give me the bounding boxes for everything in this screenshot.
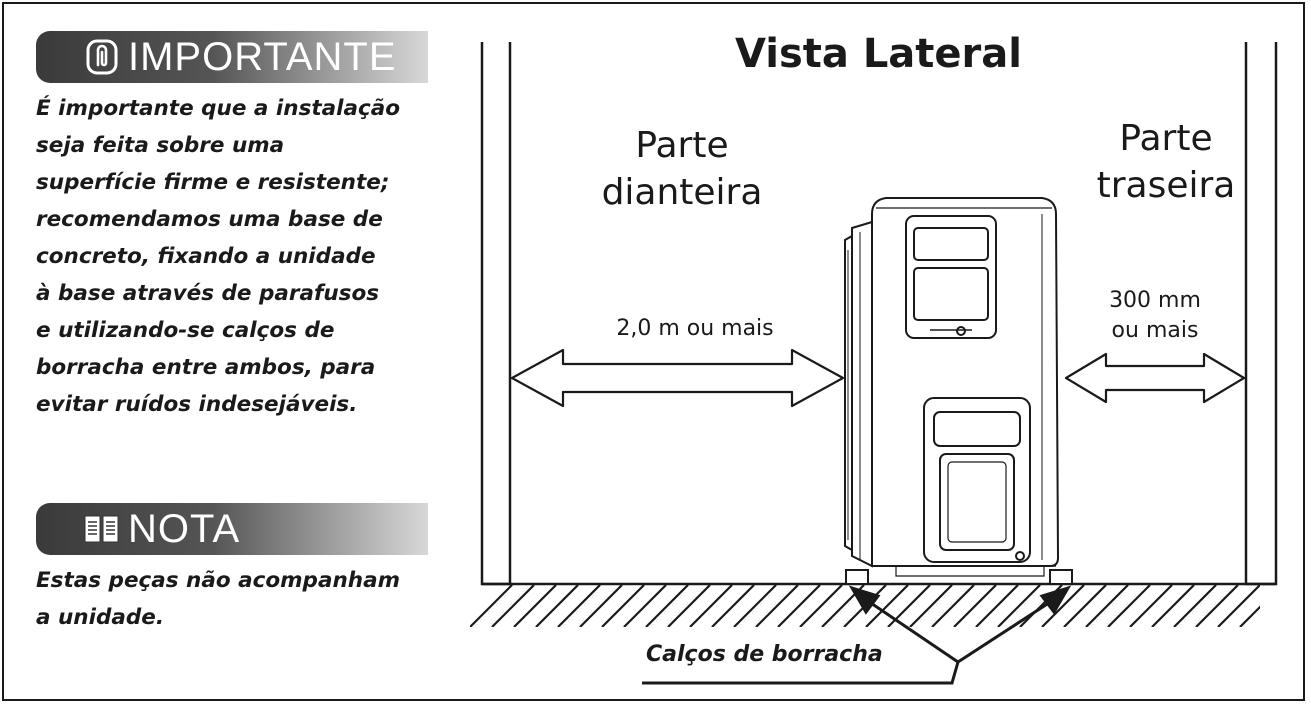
rear-clearance-line1: 300 mm (1109, 288, 1201, 313)
important-line: borracha entre ambos, para (36, 355, 376, 380)
important-line: à base através de parafusos (36, 281, 380, 306)
front-label-line1: Parte (635, 125, 729, 166)
note-title: NOTA (128, 507, 241, 551)
note-text: Estas peças não acompanham a unidade. (36, 562, 436, 636)
rear-clearance-line2: ou mais (1111, 318, 1199, 343)
rubber-pad-rear (1049, 569, 1073, 585)
important-title: IMPORTANTE (128, 35, 397, 79)
paperclip-icon (86, 39, 118, 75)
document-pages-icon (84, 515, 119, 543)
important-line: evitar ruídos indesejáveis. (36, 392, 358, 417)
important-line: seja feita sobre uma (36, 133, 285, 158)
outdoor-unit (844, 197, 1060, 577)
front-wall (480, 42, 512, 586)
rear-clearance-arrow (1064, 352, 1246, 404)
note-banner: NOTA (36, 503, 428, 555)
important-banner: IMPORTANTE (36, 31, 428, 83)
important-line: É importante que a instalação (36, 96, 401, 121)
note-line: a unidade. (36, 605, 165, 630)
rear-label-line2: traseira (1096, 165, 1236, 206)
front-clearance-arrow (510, 348, 845, 408)
important-line: superfície firme e resistente; (36, 170, 390, 195)
important-text: É importante que a instalação seja feita… (36, 90, 436, 423)
front-label: Parte dianteira (582, 125, 782, 213)
note-line: Estas peças não acompanham (36, 568, 400, 593)
callout-arrows (848, 585, 1072, 664)
ground-hatch (470, 585, 1260, 627)
rubber-pads-callout: Calços de borracha (646, 642, 883, 667)
front-label-line2: dianteira (601, 172, 763, 213)
important-line: recomendamos uma base de (36, 207, 383, 232)
important-line: e utilizando-se calços de (36, 318, 335, 343)
important-line: concreto, fixando a unidade (36, 244, 376, 269)
callout-underline (642, 661, 960, 685)
diagram-title: Vista Lateral (735, 31, 1022, 77)
front-clearance-label: 2,0 m ou mais (616, 316, 774, 341)
rear-clearance-label: 300 mm ou mais (1080, 286, 1230, 346)
rear-label-line1: Parte (1119, 118, 1213, 159)
rear-label: Parte traseira (1056, 118, 1276, 206)
rubber-pad-front (845, 569, 869, 585)
